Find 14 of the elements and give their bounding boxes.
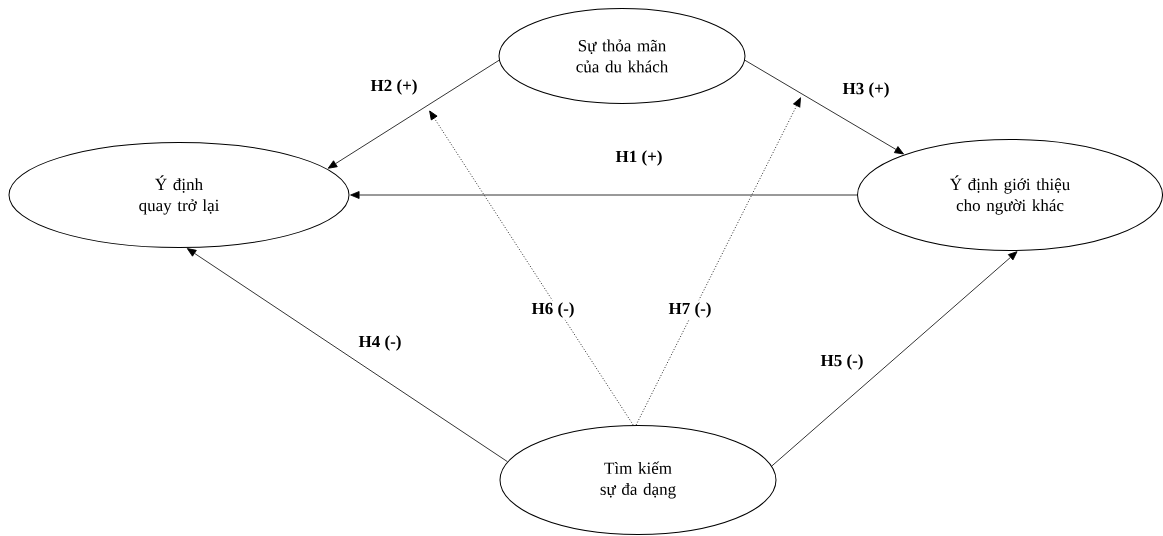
arrow xyxy=(186,248,508,463)
edge-label: H7 (-) xyxy=(666,300,714,320)
arrow xyxy=(350,191,858,199)
arrow xyxy=(635,97,801,426)
arrow xyxy=(744,59,904,155)
arrow xyxy=(771,251,1018,467)
edge-label: H2 (+) xyxy=(368,77,420,97)
edge-label: H4 (-) xyxy=(356,333,404,353)
edge-label: H1 (+) xyxy=(613,148,665,168)
edge-label: H6 (-) xyxy=(529,300,577,320)
edge-label: H5 (-) xyxy=(818,352,866,372)
arrow xyxy=(429,110,634,426)
edge-label: H3 (+) xyxy=(840,80,892,100)
arrow xyxy=(327,59,500,169)
